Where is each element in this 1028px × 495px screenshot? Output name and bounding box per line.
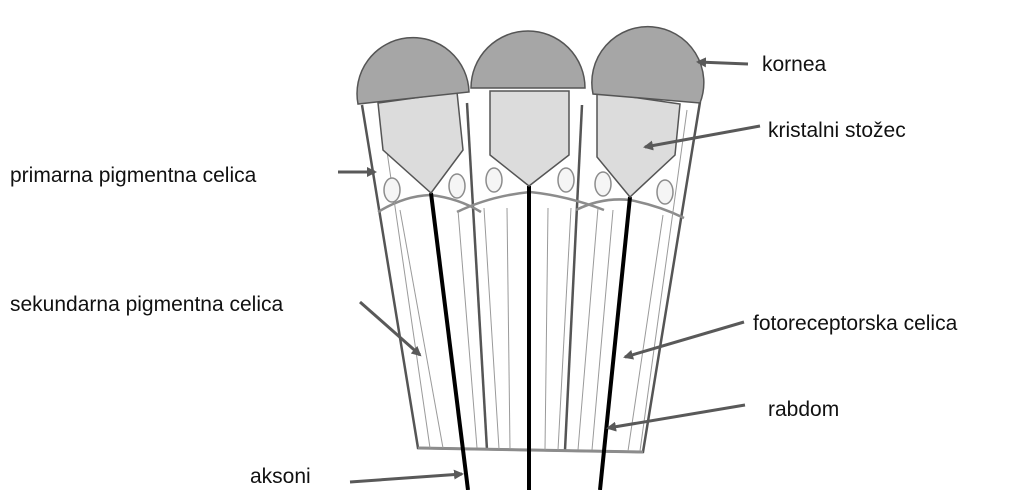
arrow-sekundarna <box>360 302 420 355</box>
label-kristalni-stozec: kristalni stožec <box>768 120 906 141</box>
label-fotoreceptorska-celica: fotoreceptorska celica <box>753 313 957 334</box>
arrow-kornea <box>698 62 748 64</box>
label-kornea: kornea <box>762 54 826 75</box>
rhabdoms <box>431 186 630 490</box>
arrow-fotoreceptorska <box>625 322 744 357</box>
cone-middle <box>490 91 569 186</box>
cornea-middle <box>471 31 585 88</box>
label-rabdom: rabdom <box>768 399 839 420</box>
boundary-left-middle <box>467 103 487 450</box>
rhabdom-left <box>431 193 468 490</box>
cornea-right <box>592 27 704 103</box>
cornea-left <box>357 38 469 104</box>
label-primarna-pigmentna-celica: primarna pigmentna celica <box>10 165 256 186</box>
rhabdom-right <box>600 197 630 490</box>
arrow-rabdom <box>608 405 745 428</box>
arrow-aksoni <box>350 474 462 482</box>
label-sekundarna-pigmentna-celica: sekundarna pigmentna celica <box>10 294 283 315</box>
label-aksoni: aksoni <box>250 466 311 487</box>
crystalline-cones <box>378 91 680 197</box>
